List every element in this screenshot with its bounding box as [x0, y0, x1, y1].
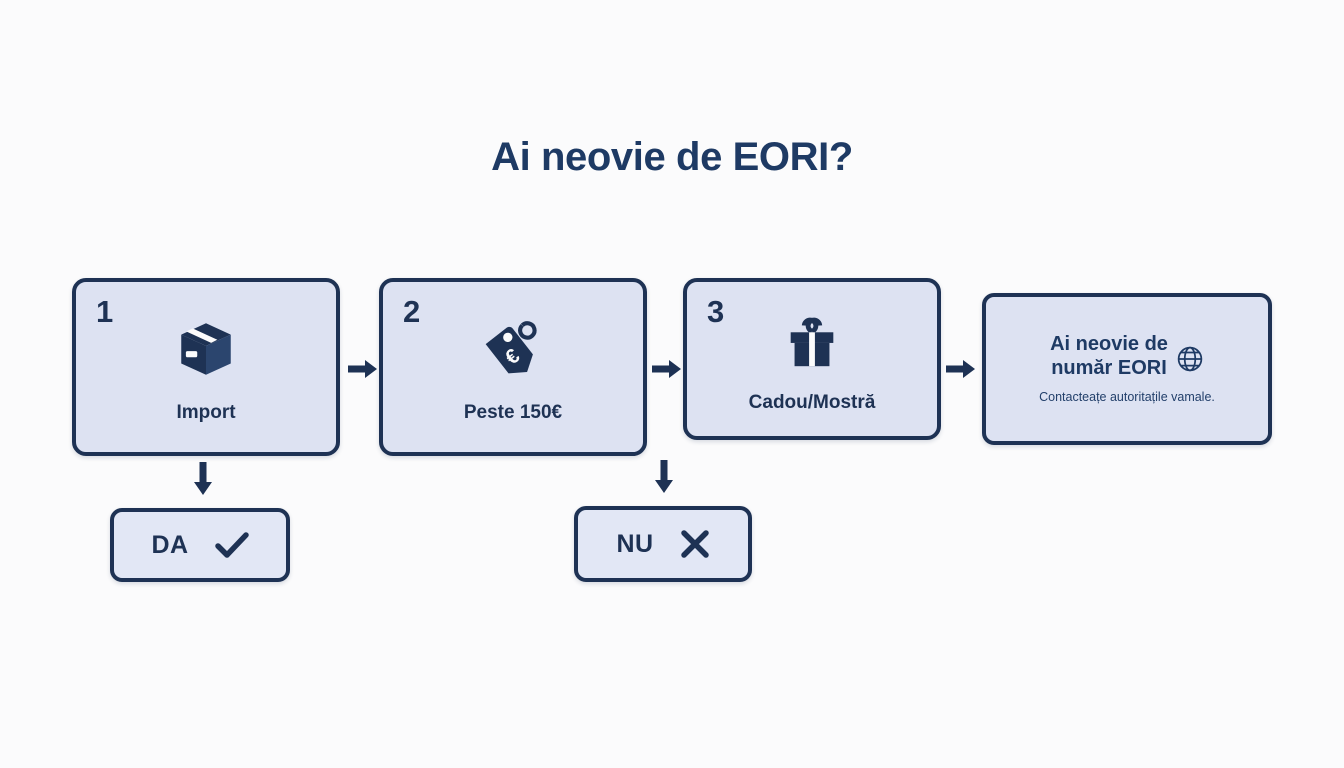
- answer-label: DA: [151, 530, 189, 559]
- globe-icon: [1176, 345, 1204, 378]
- step-card-price[interactable]: 2 € Peste 150€: [379, 278, 647, 456]
- result-heading-line2: număr EORI: [1051, 356, 1167, 379]
- arrow-right-icon: [946, 358, 976, 380]
- answer-label: NU: [616, 529, 654, 558]
- gift-box-icon: [687, 310, 937, 382]
- result-subtitle: Contacteațe autoritațile vamale.: [1039, 390, 1215, 405]
- package-box-icon: [76, 316, 336, 388]
- answer-badge-da[interactable]: DA: [110, 508, 290, 582]
- step-label: Peste 150€: [463, 402, 563, 423]
- result-card-eori[interactable]: Ai neovie de număr EORI Contacteațe auto…: [982, 293, 1272, 445]
- step-label: Cadou/Mostră: [748, 392, 876, 413]
- x-icon: [680, 529, 710, 559]
- flow-diagram: 1 Import 2 € Peste 150€: [72, 278, 1272, 460]
- arrow-down-icon: [653, 460, 675, 494]
- step-number: 3: [707, 294, 725, 329]
- price-tag-euro-icon: €: [383, 316, 643, 388]
- step-card-import[interactable]: 1 Import: [72, 278, 340, 456]
- arrow-right-icon: [652, 358, 682, 380]
- page-title: Ai neovie de EORI?: [491, 134, 853, 179]
- step-label: Import: [176, 402, 236, 423]
- arrow-right-icon: [348, 358, 378, 380]
- step-number: 1: [96, 294, 114, 329]
- answer-badge-nu[interactable]: NU: [574, 506, 752, 582]
- step-card-gift[interactable]: 3 Cadou/Mostră: [683, 278, 941, 440]
- result-heading-line1: Ai neovie de: [1050, 332, 1168, 355]
- check-icon: [214, 531, 249, 559]
- step-number: 2: [403, 294, 421, 329]
- arrow-down-icon: [192, 462, 214, 496]
